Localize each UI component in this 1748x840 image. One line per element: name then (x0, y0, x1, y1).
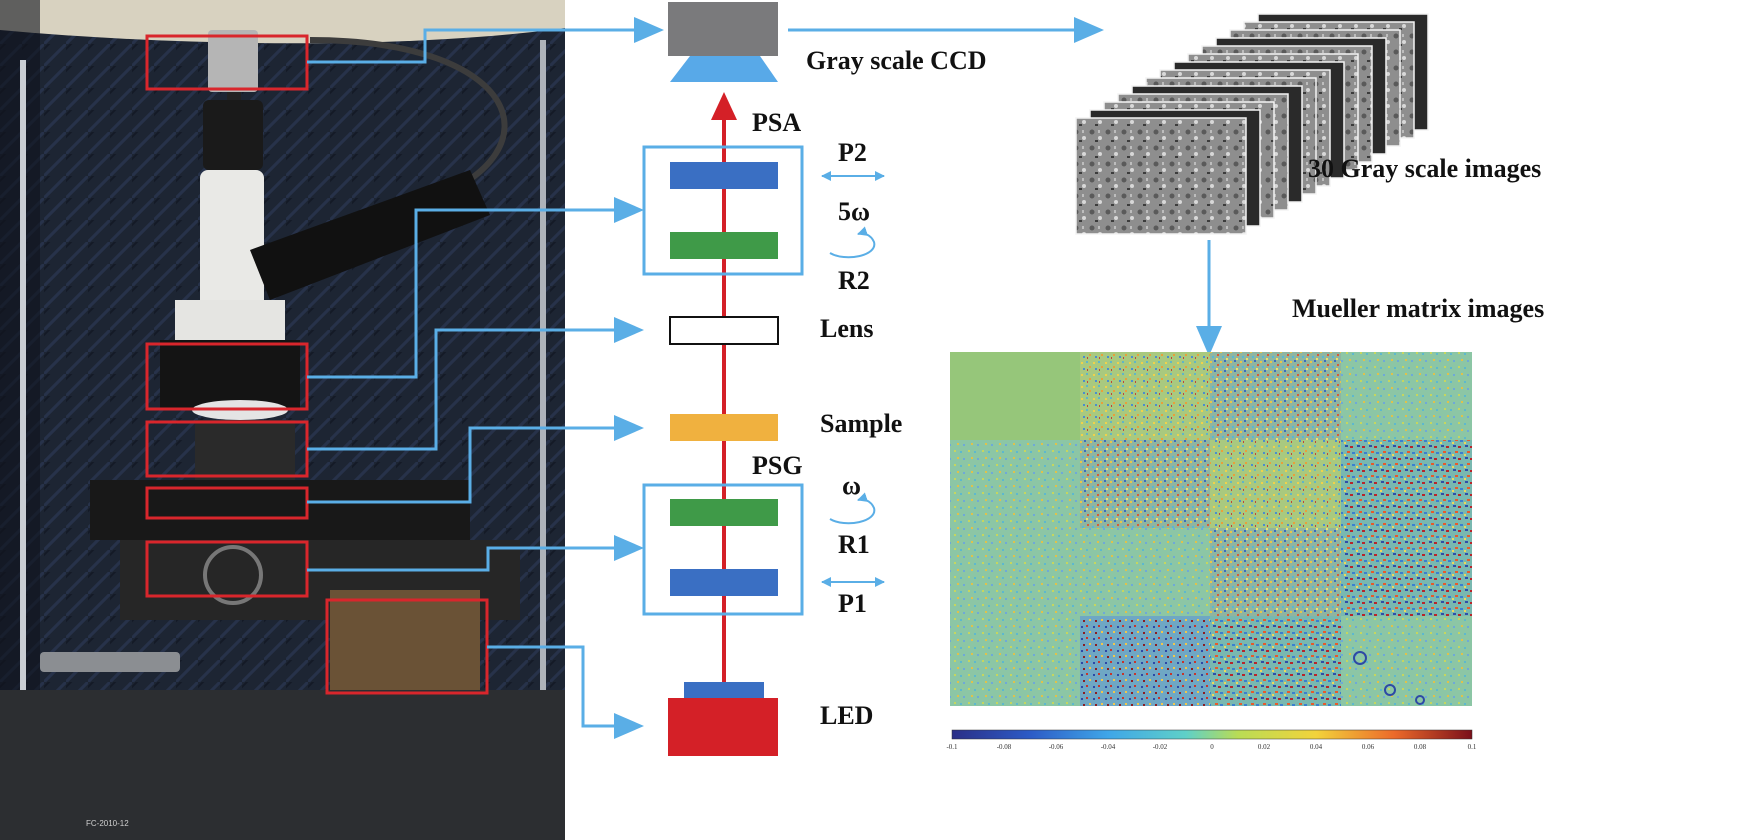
connector-sample (307, 415, 644, 504)
psa-polarizer-p2 (670, 162, 778, 189)
photo-optical-table (0, 690, 565, 840)
colorbar-ticks: -0.1 -0.08 -0.06 -0.04 -0.02 0 0.02 0.04 0.06 0.0… (946, 743, 1476, 751)
mueller-matrix-grid (950, 352, 1472, 706)
setup-photo: FC-2010-12 (0, 0, 565, 840)
mueller-m24 (1341, 440, 1472, 528)
photo-xy-stage (90, 480, 470, 540)
mueller-m43 (1210, 616, 1341, 706)
photo-plate-text: FC-2010-12 (86, 819, 129, 828)
mueller-m12 (1080, 352, 1210, 440)
psg-rotation-label: ω (842, 471, 861, 500)
colorbar-tick-label: -0.04 (1101, 743, 1116, 751)
photo-led-heatsink (330, 590, 480, 690)
led-filter (684, 682, 764, 698)
mueller-m33 (1210, 528, 1341, 616)
mueller-m22 (1080, 440, 1210, 528)
photo-rotation-mount (203, 545, 263, 605)
connector-lines (307, 17, 1222, 739)
optical-schematic: Gray scale CCD PSA P2 5ω R2 Lens Sample … (642, 2, 987, 756)
mueller-m44 (1341, 616, 1472, 706)
mueller-m34 (1341, 528, 1472, 616)
psg-retarder-r1 (670, 499, 778, 526)
mueller-m42 (1080, 616, 1210, 706)
mueller-m44-feature-1 (1353, 651, 1367, 665)
psg-polarizer-p1 (670, 569, 778, 596)
r2-rotation-arrow (829, 226, 876, 259)
r1-rotation-arrow (829, 492, 876, 525)
mueller-m11 (950, 352, 1080, 440)
psa-frame (642, 145, 804, 276)
colorbar-tick-label: 0.02 (1258, 743, 1271, 751)
mueller-m31 (950, 528, 1080, 616)
colorbar-tick-label: -0.1 (946, 743, 958, 751)
photo-frame-right (540, 40, 546, 840)
mueller-m44-feature-3 (1415, 695, 1425, 705)
connector-lens (307, 317, 644, 451)
photo-microscope-head (203, 100, 263, 170)
lens-label: Lens (820, 314, 873, 343)
colorbar (951, 729, 1473, 740)
led-source (668, 698, 778, 756)
mueller-m44-feature-2 (1384, 684, 1396, 696)
colorbar-tick-label: 0.1 (1468, 743, 1477, 751)
gray-image-stack (1075, 13, 1429, 235)
photo-objectives (195, 420, 295, 480)
mueller-images-label: Mueller matrix images (1292, 294, 1544, 323)
p1-label: P1 (838, 589, 867, 618)
ccd-lens (670, 56, 778, 82)
sample-label: Sample (820, 409, 902, 438)
photo-frame-left (20, 60, 26, 840)
connector-psg (307, 535, 644, 572)
led-label: LED (820, 701, 873, 730)
colorbar-tick-label: -0.06 (1049, 743, 1064, 751)
psa-label: PSA (752, 108, 801, 137)
mueller-m32 (1080, 528, 1210, 616)
r2-label: R2 (838, 266, 870, 295)
p2-label: P2 (838, 138, 867, 167)
ccd-label: Gray scale CCD (806, 46, 987, 75)
colorbar-tick-label: 0.04 (1310, 743, 1323, 751)
colorbar-tick-label: -0.02 (1153, 743, 1168, 751)
gray-image-frame (1075, 117, 1247, 235)
mueller-m23 (1210, 440, 1341, 528)
connector-ccd (307, 17, 664, 64)
photo-microscope-arm (175, 300, 285, 340)
mueller-m13 (1210, 352, 1341, 440)
photo-camera-cable (309, 37, 508, 203)
psa-rotation-label: 5ω (838, 197, 870, 226)
colorbar-tick-label: 0 (1210, 743, 1214, 751)
gray-images-label: 30 Gray scale images (1308, 154, 1541, 183)
photo-micrometer (40, 652, 180, 672)
psa-retarder-r2 (670, 232, 778, 259)
photo-eyepiece-tube (250, 170, 490, 300)
connector-psa (307, 197, 644, 379)
mueller-m21 (950, 440, 1080, 528)
photo-ccd-camera (208, 30, 258, 92)
r1-label: R1 (838, 530, 870, 559)
colorbar-tick-label: 0.08 (1414, 743, 1427, 751)
psg-label: PSG (752, 451, 803, 480)
mueller-m41 (950, 616, 1080, 706)
sample-element (670, 414, 778, 441)
colorbar-tick-label: 0.06 (1362, 743, 1375, 751)
psg-frame (642, 483, 804, 616)
connector-led (487, 645, 644, 739)
colorbar-tick-label: -0.08 (997, 743, 1012, 751)
mueller-m14 (1341, 352, 1472, 440)
photo-stage-mount (160, 340, 300, 410)
ccd-body (668, 2, 778, 56)
lens-element (669, 316, 779, 345)
